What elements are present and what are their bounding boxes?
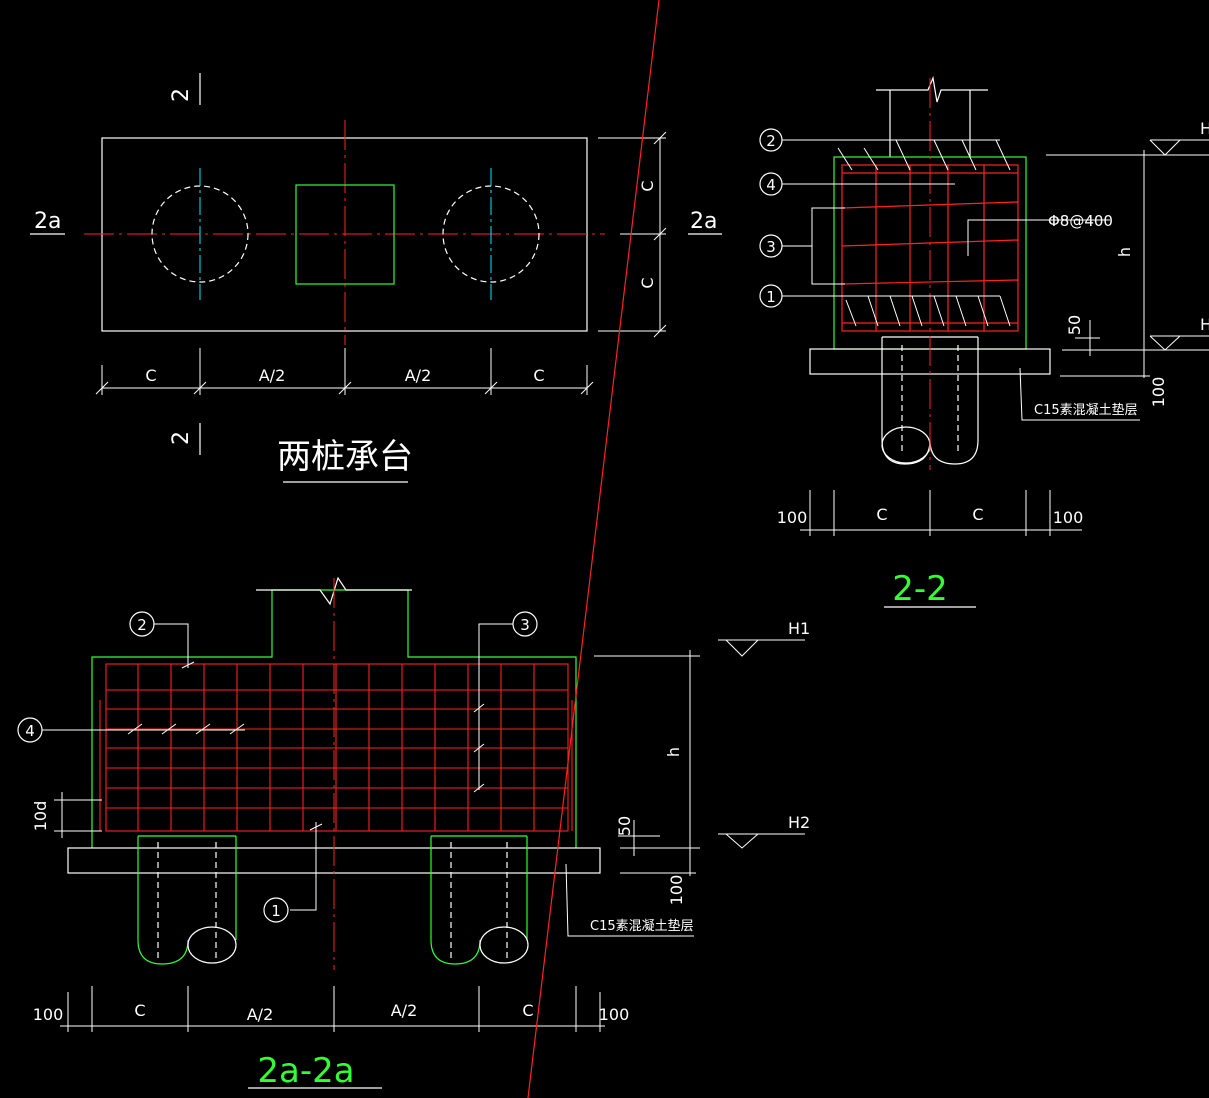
svg-text:3: 3: [520, 616, 530, 634]
svg-text:3: 3: [766, 238, 776, 256]
svg-text:1: 1: [271, 902, 281, 920]
section22-cover: 50: [1065, 315, 1084, 335]
svg-text:1: 1: [766, 288, 776, 306]
svg-text:2: 2: [766, 132, 776, 150]
svg-text:C: C: [876, 505, 887, 524]
section2a-marker-4: [17, 717, 43, 743]
section2a-marker-1: [263, 897, 289, 923]
plan-view: 2 2 2a 2a C A/2 A/2 C: [30, 73, 722, 483]
red-cut-line: [527, 0, 660, 1098]
section2a-cap: [91, 589, 577, 848]
svg-text:100: 100: [777, 508, 808, 527]
section22-rebar-cage: [841, 164, 1019, 332]
section-mark-2-top: 2: [169, 88, 194, 102]
section22-bed-thickness: 100: [1149, 377, 1168, 408]
section22-marker-3: [759, 234, 783, 258]
svg-text:4: 4: [25, 722, 35, 740]
section2a-rebar-grid: [99, 663, 573, 832]
section-mark-2a-left: 2a: [34, 209, 61, 234]
section2a-bed-thickness: 100: [667, 875, 686, 906]
section2a-cover: 50: [615, 816, 634, 836]
section2a-pile-right: [430, 835, 528, 965]
section2a-title: 2a-2a: [257, 1051, 354, 1091]
section2a-marker-3: [512, 611, 538, 637]
svg-text:C: C: [134, 1001, 145, 1020]
column: [295, 184, 395, 285]
section22-bed-note: C15素混凝土垫层: [1034, 402, 1138, 418]
section-mark-2-bottom: 2: [169, 431, 194, 445]
plan-side-dim-c-top: C: [638, 180, 657, 191]
section22-height: h: [1115, 247, 1134, 257]
section2a-marker-2: [129, 611, 155, 637]
svg-text:2: 2: [137, 616, 147, 634]
section-2-2: 2 4 3 1 Φ8@400 H H h 50 100 C15素混凝土垫层: [759, 75, 1209, 609]
plan-title: 两桩承台: [277, 437, 413, 477]
svg-text:A/2: A/2: [391, 1001, 418, 1020]
section22-marker-1: [759, 284, 783, 308]
plan-dim-a2-left: A/2: [259, 366, 286, 385]
svg-text:4: 4: [766, 176, 776, 194]
plan-dim-c-right: C: [533, 366, 544, 385]
section2a-elev-bottom: H2: [788, 813, 810, 832]
svg-text:100: 100: [1053, 508, 1084, 527]
svg-text:C: C: [972, 505, 983, 524]
plan-side-dim-c-bottom: C: [638, 277, 657, 288]
section22-elev-top: H: [1200, 119, 1209, 138]
section22-elev-bottom: H: [1200, 315, 1209, 334]
svg-text:A/2: A/2: [247, 1005, 274, 1024]
plan-dim-c-left: C: [145, 366, 156, 385]
section-2a-2a: 2 3 4 1 10d H1 H2 h 50 100 C1: [17, 576, 810, 1091]
section22-rebar-note: Φ8@400: [1048, 212, 1113, 230]
section2a-bed-note: C15素混凝土垫层: [590, 918, 694, 934]
section22-marker-2: [759, 128, 783, 152]
section22-marker-4: [759, 172, 783, 196]
plan-dim-a2-right: A/2: [405, 366, 432, 385]
svg-text:100: 100: [33, 1005, 64, 1024]
svg-text:100: 100: [599, 1005, 630, 1024]
section-mark-2a-right: 2a: [690, 209, 717, 234]
section2a-height: h: [664, 747, 683, 757]
section2a-elev-top: H1: [788, 619, 810, 638]
svg-text:C: C: [522, 1001, 533, 1020]
section22-title: 2-2: [892, 569, 948, 609]
section2a-anchor: 10d: [31, 801, 50, 832]
section2a-pile-left: [137, 835, 237, 965]
